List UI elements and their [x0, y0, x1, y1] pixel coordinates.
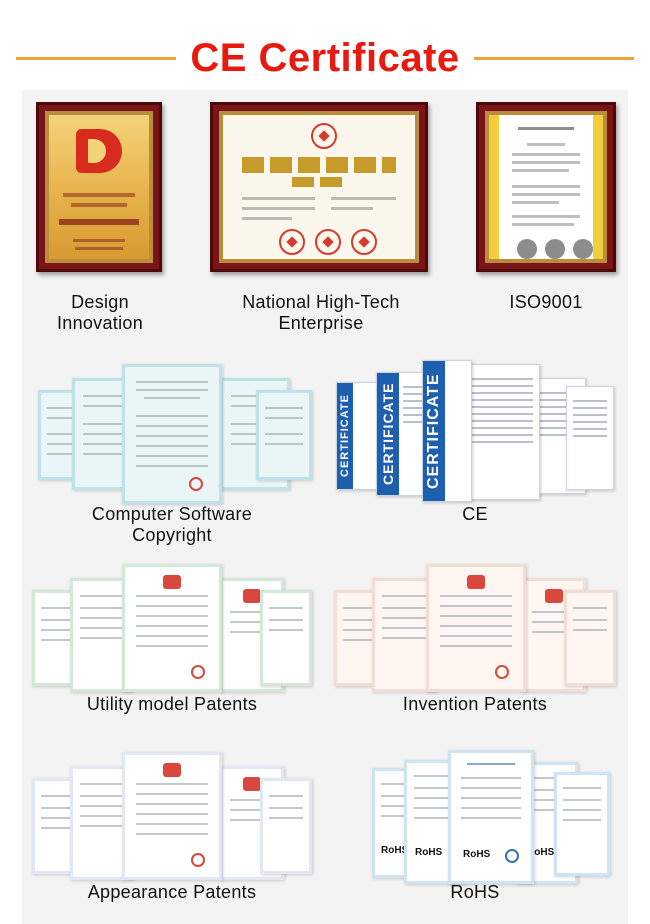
- certificate-software-copyright: Computer Software Copyright: [32, 356, 312, 546]
- certificate-appearance-patents: Appearance Patents: [32, 746, 312, 916]
- certificate-national-high-tech: National High-Tech Enterprise: [206, 98, 436, 338]
- invention-patent-image: [426, 564, 526, 692]
- certificate-label: ISO9001: [509, 292, 583, 312]
- award-logo-icon: [76, 129, 122, 173]
- certificate-label: Design Innovation: [56, 292, 144, 333]
- certificate-label: RoHS: [450, 882, 500, 902]
- accreditation-badge-icon: [573, 239, 593, 259]
- page-title: CE Certificate: [190, 35, 460, 80]
- emblem-icon: [311, 123, 337, 149]
- certificate-label: Appearance Patents: [87, 882, 257, 902]
- framed-iso-certificate-image: [476, 102, 616, 272]
- framed-award-image: [36, 102, 162, 272]
- title-line-right: [473, 56, 634, 60]
- accreditation-badge-icon: [517, 239, 537, 259]
- seal-icon: [315, 229, 341, 255]
- title-line-left: [16, 56, 177, 60]
- certificate-label: National High-Tech Enterprise: [242, 292, 400, 333]
- certificate-design-innovation: Design Innovation: [30, 98, 170, 338]
- certificate-label: CE: [462, 504, 488, 524]
- utility-patent-image: [122, 564, 222, 692]
- certificate-invention-patents: Invention Patents: [332, 558, 618, 728]
- framed-certificate-image: [210, 102, 428, 272]
- certificate-label: Utility model Patents: [86, 694, 258, 714]
- seal-icon: [279, 229, 305, 255]
- seal-icon: [351, 229, 377, 255]
- accreditation-badge-icon: [545, 239, 565, 259]
- title-row: CE Certificate: [0, 30, 650, 86]
- ce-certificate-image: CERTIFICATE: [422, 360, 472, 502]
- certificate-gallery: Design Innovation National High-Tech Ent…: [22, 90, 628, 924]
- rohs-certificate-image: RoHS: [448, 750, 534, 884]
- certificate-utility-patents: Utility model Patents: [32, 558, 312, 728]
- section-header: CE Certificate: [0, 0, 650, 90]
- appearance-patent-image: [122, 752, 222, 880]
- certificate-label: Computer Software Copyright: [91, 504, 253, 545]
- certificate-ce: CERTIFICATE CERTIFICATE CERTIFICATE CE: [332, 356, 618, 546]
- certificate-rohs: RoHS RoHS RoHS RoHS RoHS: [332, 746, 618, 916]
- software-copyright-image: [122, 364, 222, 504]
- certificate-label: Invention Patents: [402, 694, 548, 714]
- certificate-iso9001: ISO9001: [466, 98, 626, 338]
